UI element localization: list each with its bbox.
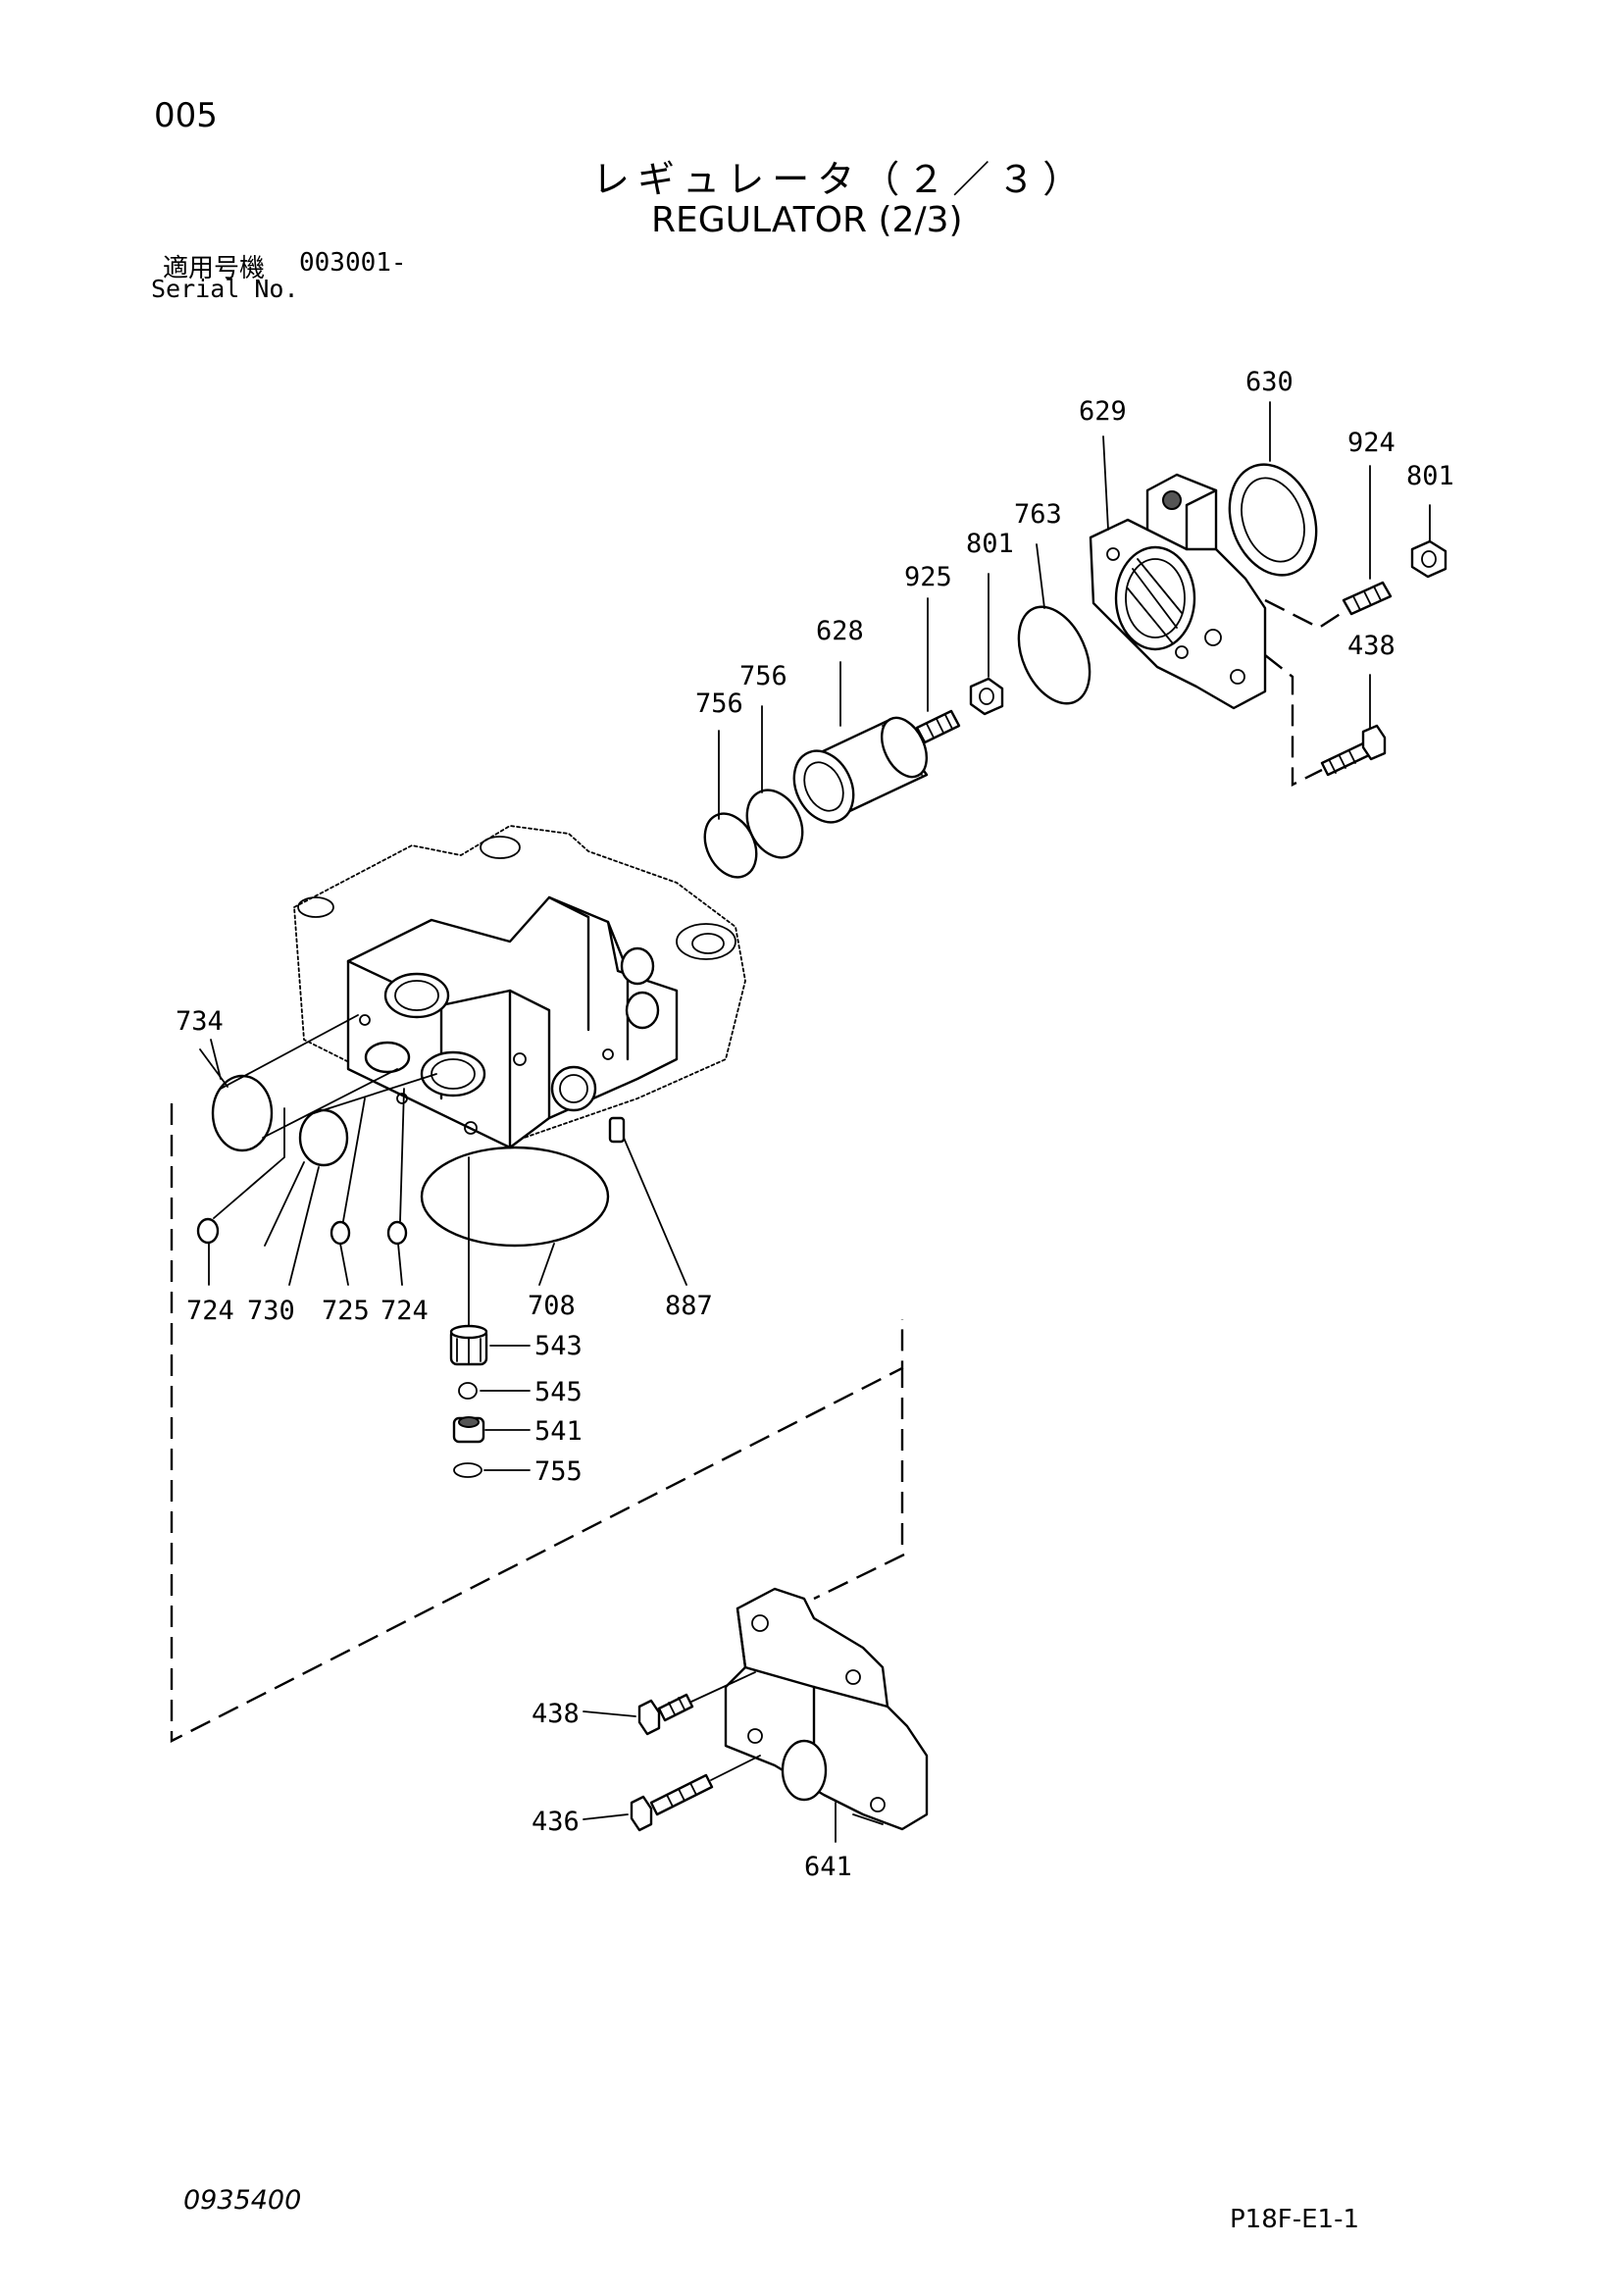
callout-438b: 438 [532,1699,580,1729]
callout-641: 641 [804,1852,852,1882]
callout-724a: 724 [186,1296,234,1326]
callout-545: 545 [534,1377,583,1407]
plug-stack-drawing [449,1156,531,1478]
serial-label-japanese: 適用号機 [163,254,266,283]
callout-763: 763 [1014,499,1062,530]
cover-641-drawing [724,1587,929,1831]
ring-756a [703,812,758,879]
callout-924: 924 [1347,428,1396,458]
callout-755: 755 [534,1456,583,1487]
page-number: 005 [154,96,218,135]
spool-628-drawing [792,716,929,824]
callout-438a: 438 [1347,631,1396,661]
nut-801b-drawing [969,677,1004,716]
serial-label-english: Serial No. [151,275,299,303]
page-code: P18F-E1-1 [1230,2205,1359,2234]
callout-725: 725 [322,1296,370,1326]
title-japanese: レギュレータ（２／３） [592,158,1089,201]
callout-801b: 801 [966,529,1014,559]
callout-708: 708 [528,1291,576,1321]
callout-756a: 756 [739,661,787,691]
o-ring-708 [420,1146,610,1248]
ring-756b [745,789,804,859]
callout-628: 628 [816,616,864,646]
title-english: REGULATOR (2/3) [651,200,963,240]
o-ring-724b [386,1220,408,1246]
bolt-438-bottom-drawing [637,1693,694,1736]
callout-801a: 801 [1406,461,1454,491]
callout-724b: 724 [381,1296,429,1326]
callout-543: 543 [534,1331,583,1361]
bolt-438-top-drawing [1320,724,1387,777]
callout-436: 436 [532,1807,580,1837]
o-ring-730 [298,1108,349,1167]
serial-range: 003001- [299,248,407,278]
screw-925-drawing [915,709,961,744]
o-ring-724a [196,1217,220,1245]
cover-629-drawing [1089,473,1267,710]
nut-801a-drawing [1410,539,1447,579]
callout-756b: 756 [695,689,743,719]
o-ring-734 [211,1074,274,1152]
bolt-436-drawing [630,1773,714,1832]
drawing-number: 0935400 [183,2185,302,2216]
o-ring-763 [1017,605,1091,705]
callout-629: 629 [1079,396,1127,427]
ring-630-drawing [1228,463,1318,577]
callout-730: 730 [247,1296,295,1326]
o-ring-725 [330,1220,351,1246]
callout-630: 630 [1245,367,1294,397]
callout-887: 887 [665,1291,713,1321]
regulator-body-drawing [293,825,746,1149]
callout-734: 734 [176,1006,224,1037]
pin-887 [608,1116,626,1144]
callout-925: 925 [904,562,952,592]
screw-924-drawing [1342,581,1393,616]
callout-541: 541 [534,1416,583,1447]
